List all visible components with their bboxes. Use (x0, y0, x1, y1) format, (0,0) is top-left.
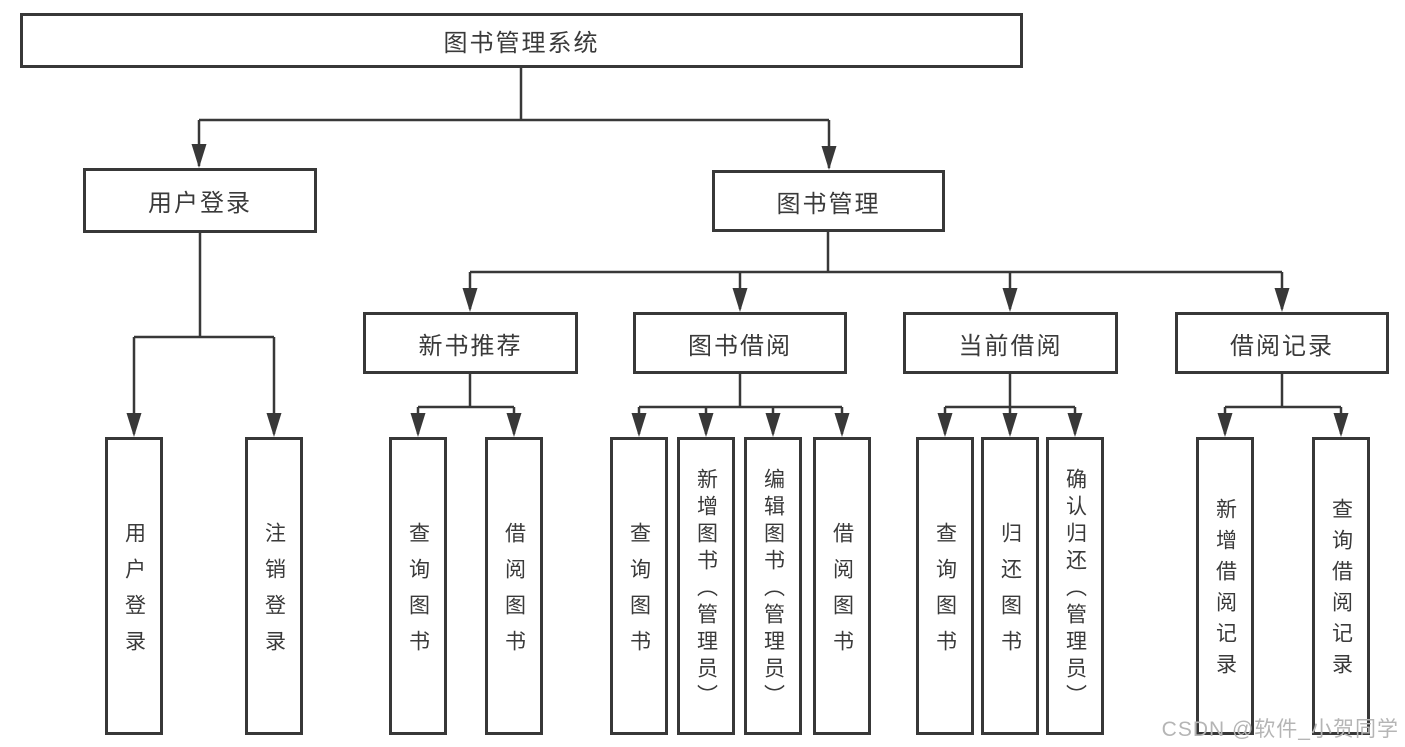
node-root: 图书管理系统 (20, 13, 1023, 68)
leaf-br-query-record: 查询借阅记录 (1312, 437, 1370, 735)
leaf-cb-return-books: 归还图书 (981, 437, 1039, 735)
node-new-book-recommend: 新书推荐 (363, 312, 578, 374)
leaf-bb-add-book-admin: 新增图书（管理员） (677, 437, 735, 735)
node-user-login: 用户登录 (83, 168, 317, 233)
leaf-bb-borrow-books: 借阅图书 (813, 437, 871, 735)
node-book-management: 图书管理 (712, 170, 945, 232)
leaf-br-add-record: 新增借阅记录 (1196, 437, 1254, 735)
node-borrow-records: 借阅记录 (1175, 312, 1389, 374)
watermark: CSDN @软件_小贺同学 (1161, 718, 1399, 741)
leaf-nbr-query-books: 查询图书 (389, 437, 447, 735)
leaf-user-login: 用户登录 (105, 437, 163, 735)
node-current-borrow: 当前借阅 (903, 312, 1118, 374)
leaf-nbr-borrow-books: 借阅图书 (485, 437, 543, 735)
leaf-bb-query-books: 查询图书 (610, 437, 668, 735)
leaf-bb-edit-book-admin: 编辑图书（管理员） (744, 437, 802, 735)
node-book-borrow: 图书借阅 (633, 312, 847, 374)
leaf-cb-confirm-return-admin: 确认归还（管理员） (1046, 437, 1104, 735)
leaf-cb-query-books: 查询图书 (916, 437, 974, 735)
leaf-logout: 注销登录 (245, 437, 303, 735)
